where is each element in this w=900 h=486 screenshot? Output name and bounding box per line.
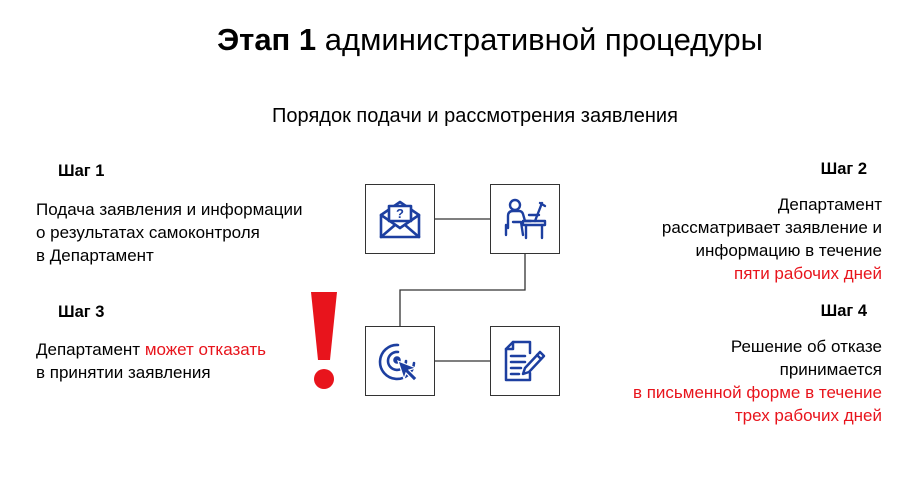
exclamation-icon <box>311 292 337 389</box>
page-subtitle: Порядок подачи и рассмотрения заявления <box>272 105 678 127</box>
step2-highlight: пяти рабочих дней <box>734 264 882 283</box>
step3-heading: Шаг 3 <box>58 303 105 321</box>
step4-text: Решение об отказе принимается в письменн… <box>633 335 882 427</box>
step3-icon-box <box>365 326 435 396</box>
step3-line: Департамент может отказать <box>36 338 266 361</box>
step1-text: Подача заявления и информации о результа… <box>36 198 303 267</box>
person-at-desk-icon <box>504 198 547 240</box>
step4-line: Решение об отказе <box>730 337 882 356</box>
page-title: Этап 1 административной процедуры <box>0 20 900 60</box>
step1-line: в Департамент <box>36 246 154 265</box>
step2-line: Департамент <box>777 195 882 214</box>
step3-highlight: может отказать <box>144 340 266 359</box>
step2-heading: Шаг 2 <box>820 160 867 178</box>
step1-heading: Шаг 1 <box>58 162 105 180</box>
step4-line: принимается <box>779 360 882 379</box>
step3-text: Департамент может отказать в принятии за… <box>36 338 266 384</box>
step2-icon-box <box>490 184 560 254</box>
step2-line: информацию в течение <box>695 241 882 260</box>
title-bold: Этап 1 <box>217 22 317 57</box>
step2-text: Департамент рассматривает заявление и ин… <box>662 193 882 285</box>
step4-highlight-line: в письменной форме в течение <box>632 383 882 402</box>
step4-highlight-line: трех рабочих дней <box>734 406 882 425</box>
document-pen-icon <box>504 340 546 382</box>
svg-text:?: ? <box>396 206 404 221</box>
step1-icon-box: ? <box>365 184 435 254</box>
step1-line: о результатах самоконтроля <box>36 223 260 242</box>
step4-heading: Шаг 4 <box>820 302 867 320</box>
step3-prefix: Департамент <box>36 340 145 359</box>
envelope-question-icon: ? <box>379 200 421 239</box>
title-rest: административной процедуры <box>316 22 763 57</box>
target-cursor-icon <box>378 343 418 382</box>
step2-line: рассматривает заявление и <box>661 218 882 237</box>
step1-line: Подача заявления и информации <box>36 200 303 219</box>
step3-suffix: в принятии заявления <box>36 363 211 382</box>
step4-icon-box <box>490 326 560 396</box>
